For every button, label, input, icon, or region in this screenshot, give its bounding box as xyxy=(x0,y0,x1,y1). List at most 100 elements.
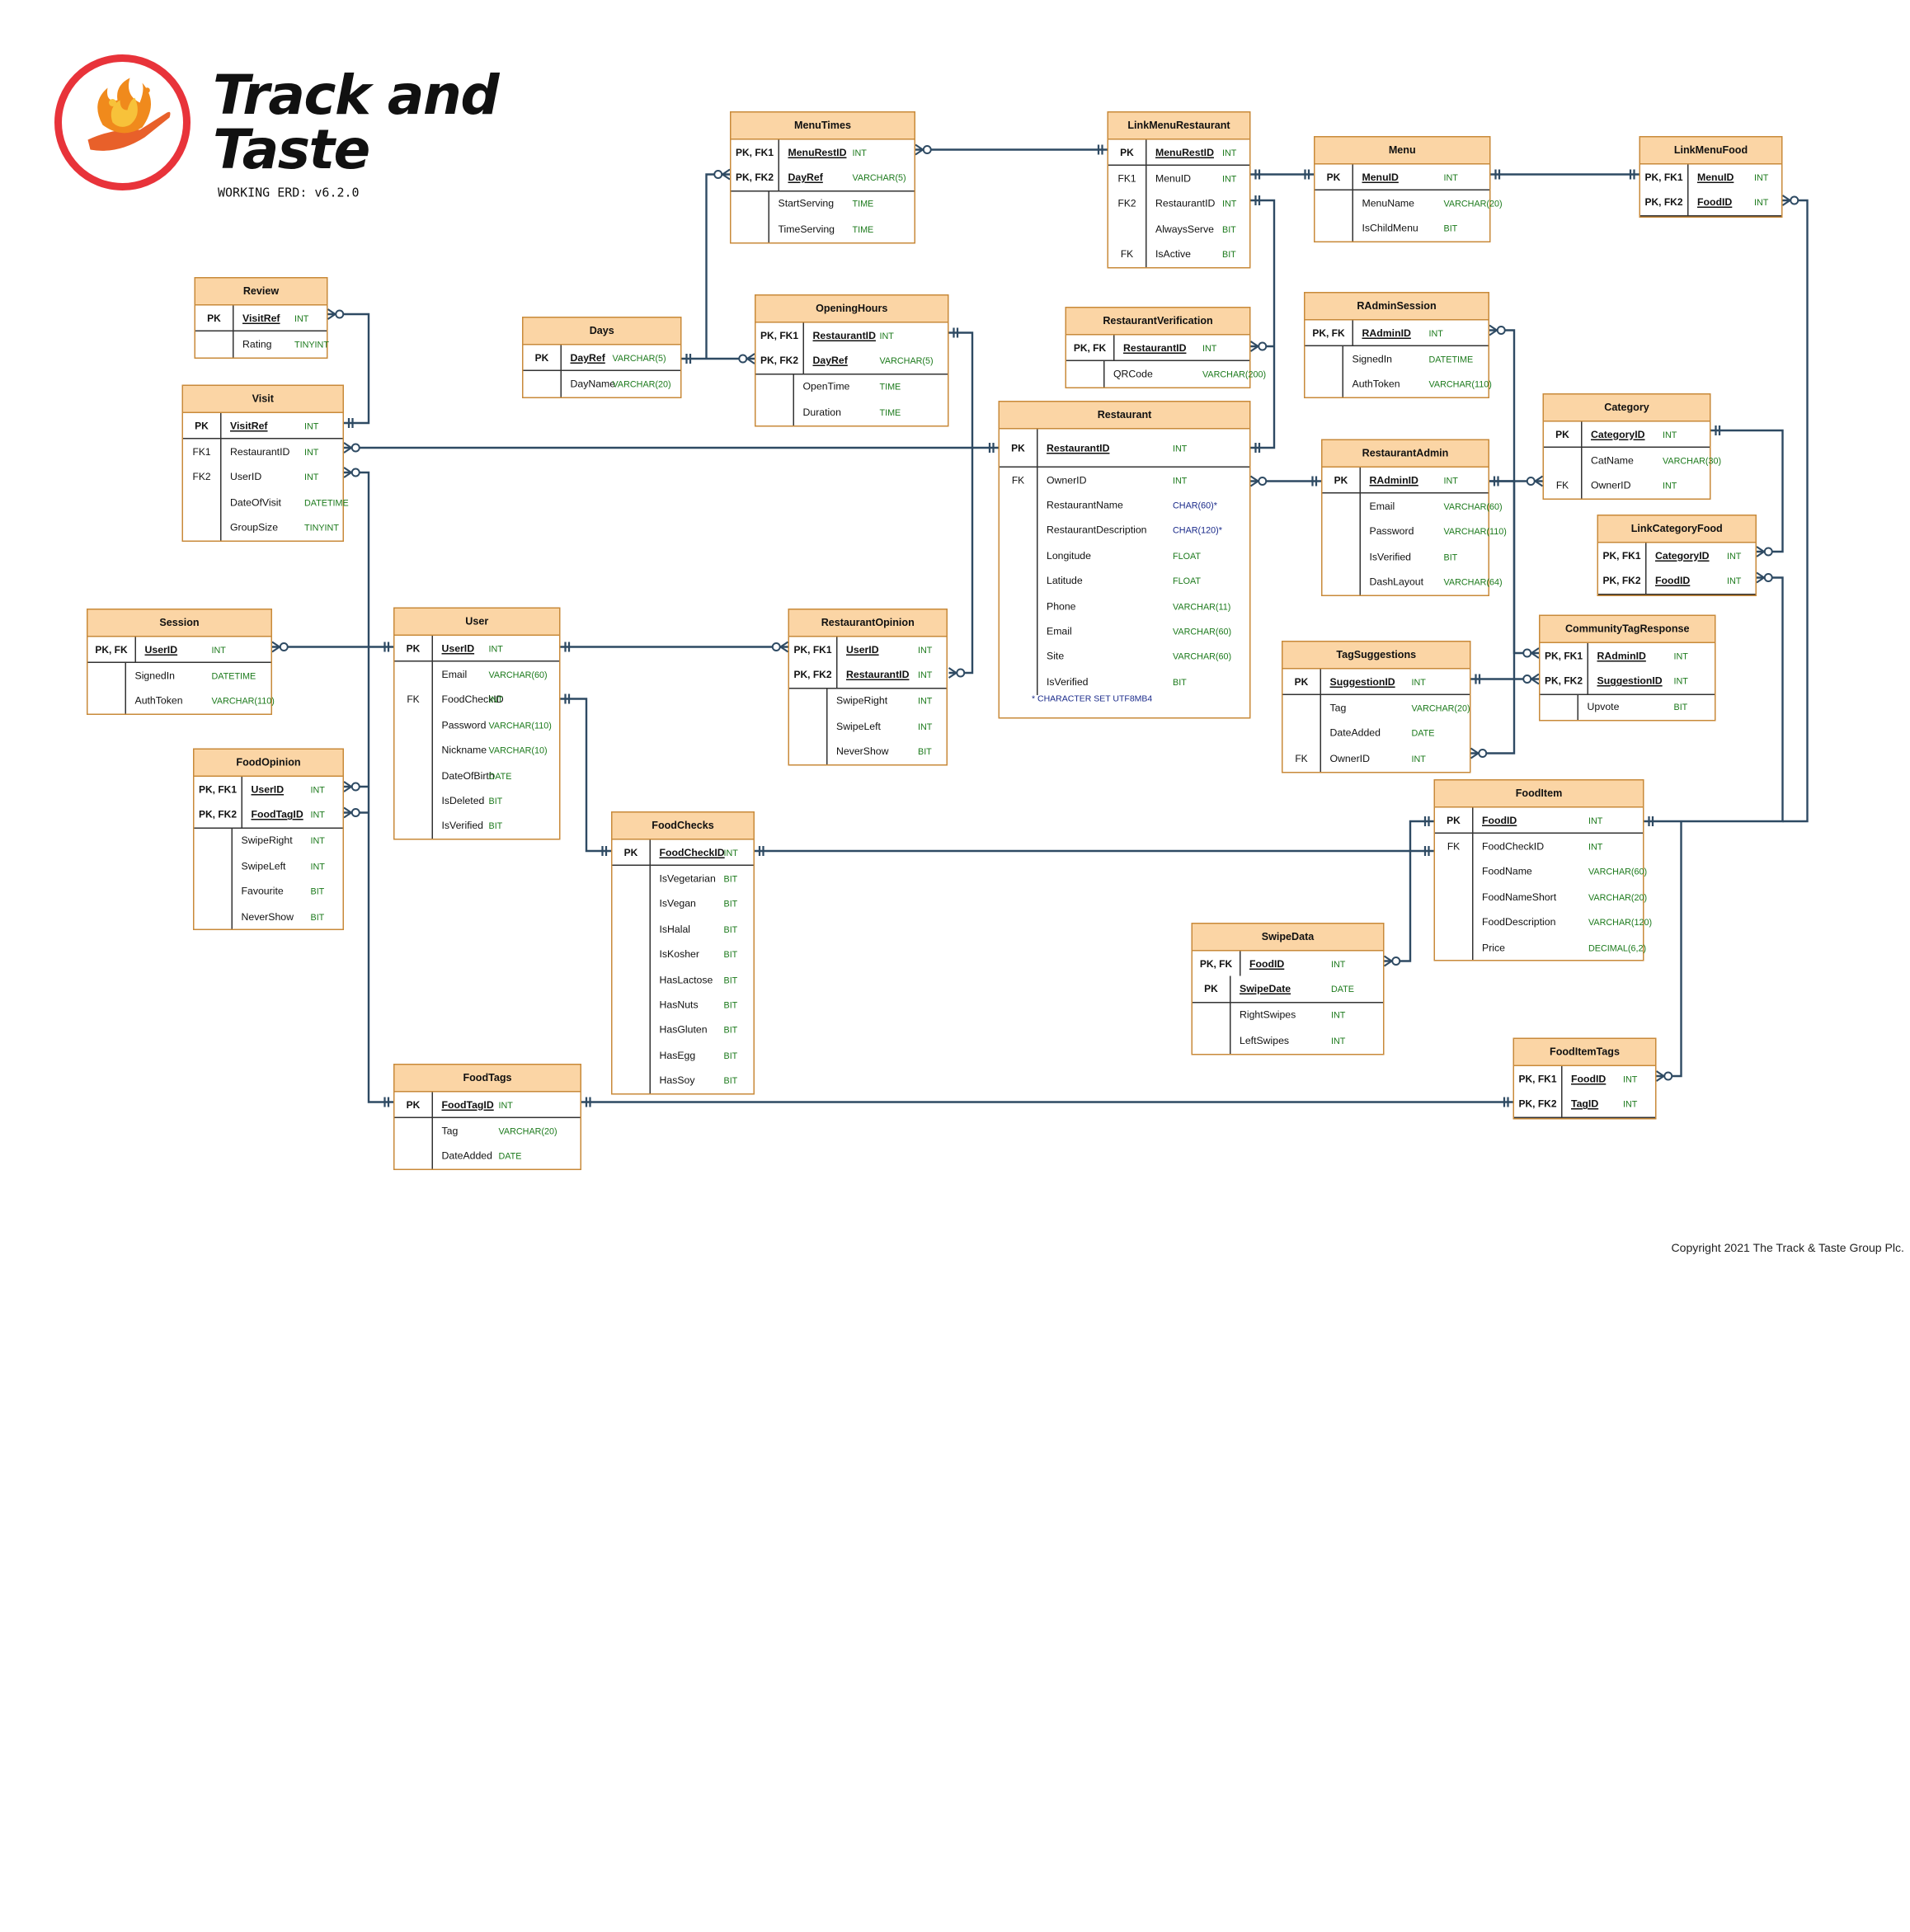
key-marker: PK xyxy=(1544,421,1583,448)
field-name: UserID xyxy=(144,644,178,656)
entity-title: FoodOpinion xyxy=(194,750,343,777)
many-marker xyxy=(1655,1070,1673,1082)
one-marker xyxy=(1254,443,1261,453)
field-name: HasLactose xyxy=(659,974,713,985)
many-marker xyxy=(1781,195,1799,206)
field-name: AuthToken xyxy=(134,695,183,707)
field-type: INT xyxy=(1331,958,1346,970)
field-name: NeverShow xyxy=(241,910,294,923)
field-type: INT xyxy=(1411,753,1426,764)
key-marker xyxy=(1000,669,1038,695)
key-marker xyxy=(1066,361,1105,388)
field-name: RestaurantID xyxy=(812,330,876,341)
one-marker xyxy=(953,327,959,338)
key-marker xyxy=(1315,190,1353,217)
key-marker xyxy=(756,374,794,400)
key-marker xyxy=(1000,518,1038,543)
key-marker: PK xyxy=(1315,164,1353,190)
key-marker xyxy=(1108,216,1147,242)
brand-title: Track and Taste xyxy=(213,64,500,182)
field-type: FLOAT xyxy=(1173,550,1201,562)
field-type: BIT xyxy=(310,910,325,923)
field-name: SuggestionID xyxy=(1329,676,1395,688)
key-marker xyxy=(613,1042,651,1069)
field-type: INT xyxy=(1443,474,1458,487)
field-name: RestaurantID xyxy=(846,669,910,681)
key-marker: PK, FK xyxy=(1193,951,1241,977)
field-name: Email xyxy=(1047,626,1072,637)
key-marker xyxy=(1000,543,1038,569)
key-marker xyxy=(524,371,562,397)
many-marker xyxy=(915,143,932,156)
field-name: AuthToken xyxy=(1352,378,1400,391)
many-marker xyxy=(1249,475,1268,487)
field-name: Site xyxy=(1047,651,1065,663)
field-type: VARCHAR(110) xyxy=(1443,526,1507,538)
key-marker: PK, FK2 xyxy=(756,348,804,374)
key-marker: PK, FK1 xyxy=(732,139,779,166)
field-type: INT xyxy=(1202,342,1217,354)
field-type: INT xyxy=(723,847,738,858)
field-name: DayRef xyxy=(812,355,848,367)
field-name: Rating xyxy=(242,339,272,350)
key-marker xyxy=(1435,934,1474,961)
key-marker: PK, FK1 xyxy=(1541,643,1588,669)
key-marker: PK xyxy=(1193,976,1231,1002)
charset-note: * CHARACTER SET UTF8MB4 xyxy=(1032,694,1153,703)
one-marker xyxy=(1629,169,1635,180)
field-name: RestaurantID xyxy=(230,446,290,458)
key-marker xyxy=(195,878,233,905)
field-name: Phone xyxy=(1047,600,1076,612)
field-name: FoodTagID xyxy=(251,809,303,820)
field-name: FoodID xyxy=(1697,196,1733,209)
field-type: BIT xyxy=(1222,223,1236,235)
key-marker xyxy=(88,689,126,714)
field-name: SwipeLeft xyxy=(241,860,286,872)
field-type: VARCHAR(11) xyxy=(1173,600,1231,612)
field-type: INT xyxy=(1727,575,1742,587)
field-type: BIT xyxy=(1443,551,1458,563)
field-name: RAdminID xyxy=(1362,327,1411,339)
key-marker: FK xyxy=(1283,745,1321,772)
field-type: VARCHAR(20) xyxy=(1588,891,1648,903)
field-name: IsDeleted xyxy=(441,795,485,807)
many-marker xyxy=(713,168,731,181)
erd-version-label: WORKING ERD: v6.2.0 xyxy=(218,186,360,201)
key-marker: FK xyxy=(395,687,433,713)
field-type: VARCHAR(20) xyxy=(1411,703,1470,714)
entity-title: Category xyxy=(1544,394,1710,422)
field-type: BIT xyxy=(723,898,738,910)
field-name: UserID xyxy=(230,472,262,483)
key-marker xyxy=(789,713,828,740)
field-type: INT xyxy=(918,669,933,681)
field-type: INT xyxy=(918,721,933,732)
many-marker xyxy=(343,467,360,478)
field-type: VARCHAR(5) xyxy=(852,172,906,184)
field-type: DATETIME xyxy=(211,670,256,682)
field-type: BIT xyxy=(723,999,738,1011)
link-fooditem-fooditemtags xyxy=(1656,821,1682,1078)
field-name: RestaurantName xyxy=(1047,500,1123,511)
entity-title: RestaurantAdmin xyxy=(1322,440,1489,468)
one-marker xyxy=(601,846,608,856)
